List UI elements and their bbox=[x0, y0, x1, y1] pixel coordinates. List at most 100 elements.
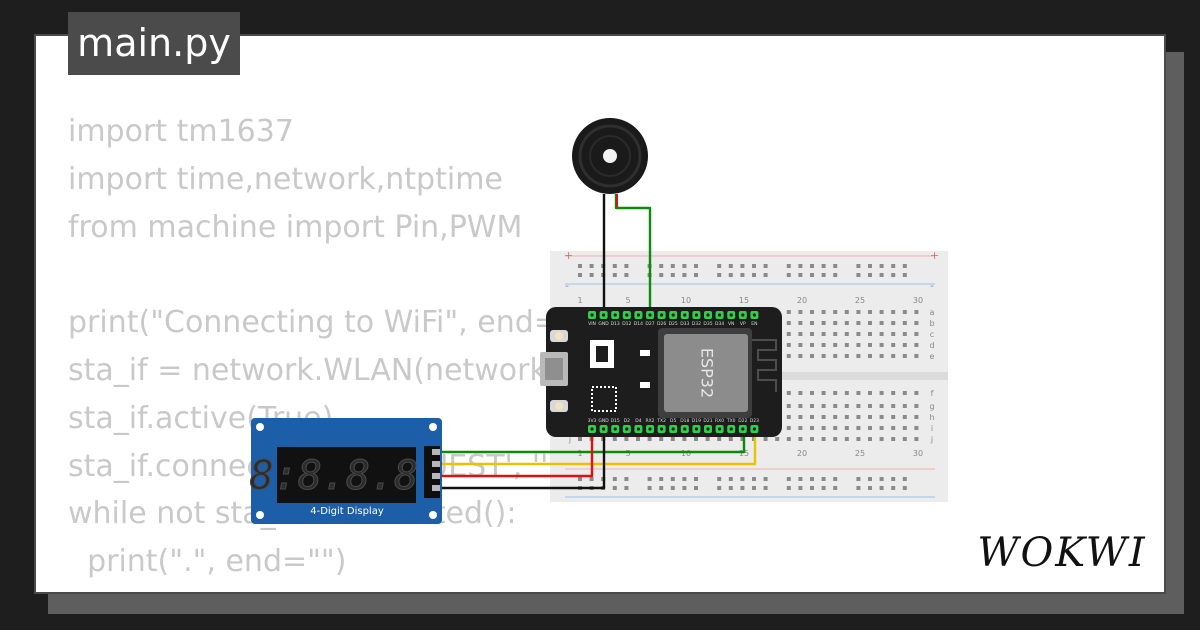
esp32-pin-label: GND bbox=[598, 321, 609, 327]
wokwi-logo: WOKWI bbox=[977, 530, 1146, 576]
rail-hole bbox=[740, 273, 745, 277]
breadboard-hole bbox=[821, 321, 826, 325]
rail-hole bbox=[670, 486, 675, 490]
breadboard-hole bbox=[868, 310, 872, 314]
breadboard-hole bbox=[891, 332, 896, 336]
row-label: b bbox=[929, 319, 934, 328]
rail-hole bbox=[798, 273, 803, 277]
esp32-pins bbox=[588, 311, 759, 433]
breadboard-hole bbox=[810, 415, 814, 419]
breadboard-hole bbox=[821, 437, 826, 441]
breadboard-hole bbox=[914, 415, 919, 419]
row-label: d bbox=[929, 341, 934, 350]
rail-hole bbox=[612, 273, 617, 277]
rail-hole bbox=[578, 273, 582, 277]
breadboard-hole bbox=[868, 404, 872, 408]
rail-hole bbox=[821, 264, 826, 268]
wire-black bbox=[440, 432, 606, 490]
breadboard-hole bbox=[810, 391, 814, 395]
display-label: 4-Digit Display bbox=[310, 506, 384, 517]
breadboard-hole bbox=[891, 321, 896, 325]
pin-hole bbox=[636, 427, 641, 431]
pin-hole bbox=[602, 313, 606, 317]
pin-hole bbox=[625, 313, 629, 317]
rail-hole bbox=[810, 273, 814, 277]
breadboard-hole bbox=[879, 391, 884, 395]
column-label: 25 bbox=[855, 296, 865, 305]
pin-hole bbox=[683, 427, 687, 431]
column-label: 10 bbox=[681, 449, 691, 458]
breadboard-hole bbox=[833, 310, 838, 314]
breadboard-hole bbox=[902, 415, 907, 419]
breadboard-hole bbox=[856, 310, 861, 314]
breadboard-hole bbox=[914, 321, 919, 325]
breadboard-hole bbox=[902, 404, 907, 408]
esp32-pin-label: EN bbox=[751, 321, 757, 327]
rail-hole bbox=[728, 273, 733, 277]
breadboard-hole bbox=[810, 426, 814, 430]
esp32-pin-label: D34 bbox=[715, 321, 724, 327]
breadboard-hole bbox=[810, 332, 814, 336]
breadboard-hole bbox=[821, 354, 826, 358]
rail-hole bbox=[763, 486, 768, 490]
breadboard-hole bbox=[798, 332, 803, 336]
breadboard-hole bbox=[902, 391, 907, 395]
esp32-pin-label: TX2 bbox=[656, 418, 666, 424]
breadboard-hole bbox=[868, 321, 872, 325]
buzzer[interactable] bbox=[572, 118, 648, 194]
breadboard-hole bbox=[833, 415, 838, 419]
rail-hole bbox=[879, 486, 884, 490]
rail-hole bbox=[786, 273, 791, 277]
esp32-pin-label: D15 bbox=[611, 418, 620, 424]
rail-hole bbox=[659, 264, 664, 268]
rail-hole bbox=[578, 477, 582, 481]
breadboard-hole bbox=[879, 321, 884, 325]
breadboard-hole bbox=[578, 437, 582, 441]
pin-hole bbox=[718, 313, 722, 317]
rail-hole bbox=[868, 477, 872, 481]
breadboard-hole bbox=[740, 437, 745, 441]
breadboard-hole bbox=[844, 310, 849, 314]
breadboard-hole bbox=[786, 404, 791, 408]
pin-dio bbox=[432, 461, 440, 467]
breadboard-hole bbox=[647, 437, 652, 441]
rail-hole bbox=[647, 486, 652, 490]
button-cap bbox=[555, 402, 563, 410]
breadboard-hole bbox=[833, 321, 838, 325]
esp32-pin-label: D21 bbox=[703, 418, 712, 424]
breadboard-hole bbox=[891, 343, 896, 347]
breadboard-hole bbox=[868, 343, 872, 347]
breadboard-hole bbox=[902, 354, 907, 358]
column-label: 20 bbox=[797, 296, 807, 305]
code-line: print(".", end="") bbox=[68, 544, 347, 580]
breadboard-hole bbox=[844, 415, 849, 419]
breadboard-hole bbox=[670, 437, 675, 441]
breadboard-hole bbox=[914, 354, 919, 358]
breadboard-hole bbox=[810, 437, 814, 441]
breadboard-hole bbox=[821, 415, 826, 419]
rail-hole bbox=[728, 486, 733, 490]
pin-vcc bbox=[432, 473, 440, 479]
wire-green bbox=[440, 432, 746, 454]
file-tab[interactable]: main.py bbox=[68, 12, 240, 75]
column-label: 15 bbox=[739, 296, 749, 305]
rail-hole bbox=[833, 477, 838, 481]
breadboard-hole bbox=[902, 332, 907, 336]
pin-hole bbox=[729, 427, 733, 431]
breadboard-hole bbox=[775, 437, 780, 441]
breadboard-hole bbox=[856, 391, 861, 395]
buzzer-ring bbox=[578, 124, 642, 188]
esp32-pin-label: RX2 bbox=[645, 418, 654, 424]
rail-hole bbox=[833, 273, 838, 277]
breadboard-hole bbox=[844, 426, 849, 430]
code-line: print("Connecting to WiFi", end="") bbox=[68, 305, 599, 341]
esp32-pin-label: TX0 bbox=[726, 418, 736, 424]
tm1637-display[interactable]: 8:8.8.8. 4-Digit Display bbox=[249, 418, 443, 524]
breadboard-hole bbox=[902, 310, 907, 314]
row-label: f bbox=[931, 389, 934, 398]
rail-hole bbox=[612, 264, 617, 268]
rail-hole bbox=[879, 477, 884, 481]
